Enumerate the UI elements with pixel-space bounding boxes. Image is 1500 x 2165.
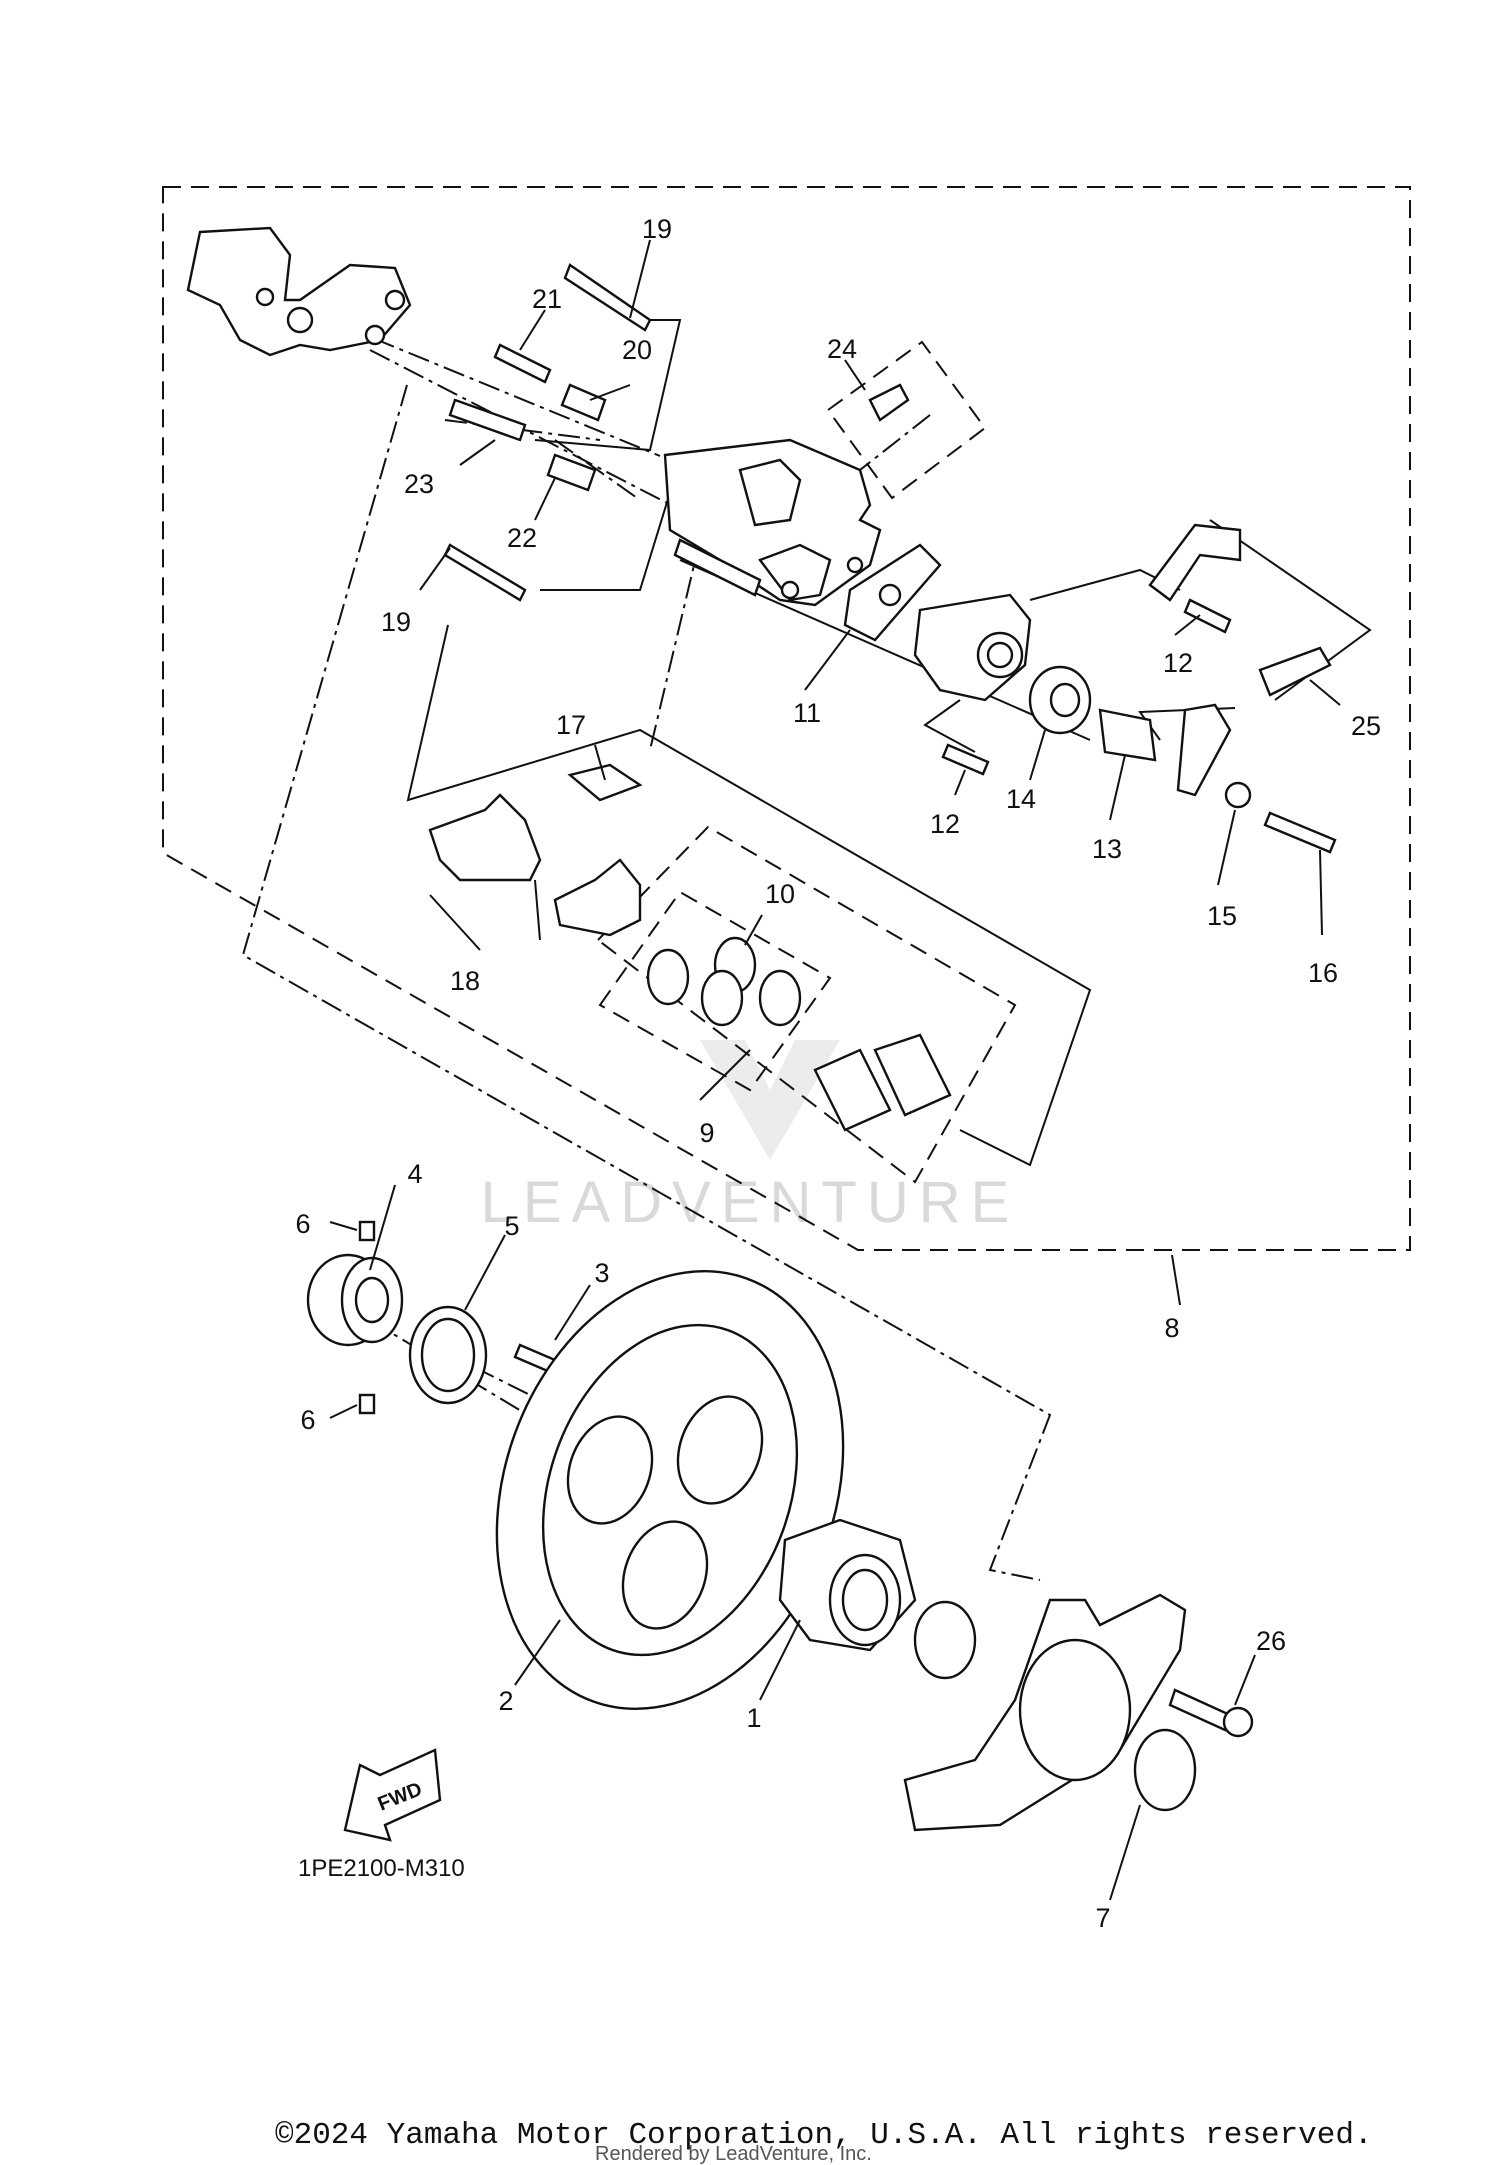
callout-11: 11 (793, 698, 821, 728)
callout-4: 4 (407, 1159, 422, 1189)
washer (408, 1305, 488, 1405)
brake-disc (495, 1269, 845, 1711)
copyright-notice: ©2024 Yamaha Motor Corporation, U.S.A. A… (275, 2118, 1373, 2153)
callout-1: 1 (746, 1703, 761, 1733)
callout-13: 13 (1092, 834, 1122, 864)
pistons (813, 1033, 952, 1132)
gasket (843, 543, 942, 642)
callout-25: 25 (1351, 711, 1381, 741)
callout-22: 22 (507, 523, 537, 553)
callout-3: 3 (594, 1258, 609, 1288)
lever-plate (1176, 703, 1232, 797)
callout-leaders (329, 239, 1341, 1901)
fwd-direction-arrow: FWD (343, 1748, 442, 1842)
callout-26: 26 (1256, 1626, 1286, 1656)
piston-kit-outline (596, 825, 1017, 1184)
seal-kit-outline (598, 890, 832, 1092)
callout-21: 21 (532, 284, 562, 314)
callout-2: 2 (498, 1686, 513, 1716)
hub-nut (306, 1220, 404, 1415)
callout-24: 24 (827, 334, 857, 364)
callout-17: 17 (556, 710, 586, 740)
spring (1258, 646, 1332, 697)
caliper-assembly-outline (162, 186, 1411, 1251)
circlip (1133, 1728, 1197, 1812)
brake-pads (428, 793, 642, 937)
diagram-code: 1PE2100-M310 (298, 1855, 465, 1882)
fasteners (443, 263, 1337, 1738)
callout-labels: 19 21 20 24 23 22 19 17 11 12 25 12 14 1… (295, 214, 1381, 1933)
grouping-lines (406, 319, 1372, 1167)
adjusting-spring (1098, 708, 1157, 762)
spacer (1028, 665, 1092, 735)
rendered-by-notice: Rendered by LeadVenture, Inc. (595, 2143, 872, 2165)
callout-16: 16 (1308, 958, 1338, 988)
wheel-hub (778, 1518, 917, 1652)
callout-19-top: 19 (642, 214, 672, 244)
brake-backing-plate (903, 1593, 1187, 1832)
o-ring (913, 1600, 977, 1680)
callout-12-lower: 12 (930, 809, 960, 839)
callout-6-top: 6 (295, 1209, 310, 1239)
callout-6-bottom: 6 (300, 1405, 315, 1435)
callout-8: 8 (1164, 1313, 1179, 1343)
callout-20: 20 (622, 335, 652, 365)
bracket-arm (1148, 523, 1242, 602)
watermark-text: LEADVENTURE (481, 1170, 1020, 1235)
callout-14: 14 (1006, 784, 1036, 814)
callout-10: 10 (765, 879, 795, 909)
pad-spring (567, 763, 643, 802)
watermark: LEADVENTURE (481, 1040, 1020, 1235)
piston-seals (646, 936, 802, 1027)
caliper-bracket (186, 226, 412, 357)
callout-15: 15 (1207, 901, 1237, 931)
bleed-kit-outline (826, 340, 987, 500)
parking-caliper (913, 593, 1032, 702)
callout-19-bottom: 19 (381, 607, 411, 637)
callout-12-upper: 12 (1163, 648, 1193, 678)
callout-18: 18 (450, 966, 480, 996)
callout-23: 23 (404, 469, 434, 499)
caliper-body (663, 438, 882, 607)
callout-5: 5 (504, 1211, 519, 1241)
callout-9: 9 (699, 1118, 714, 1148)
callout-7: 7 (1095, 1903, 1110, 1933)
